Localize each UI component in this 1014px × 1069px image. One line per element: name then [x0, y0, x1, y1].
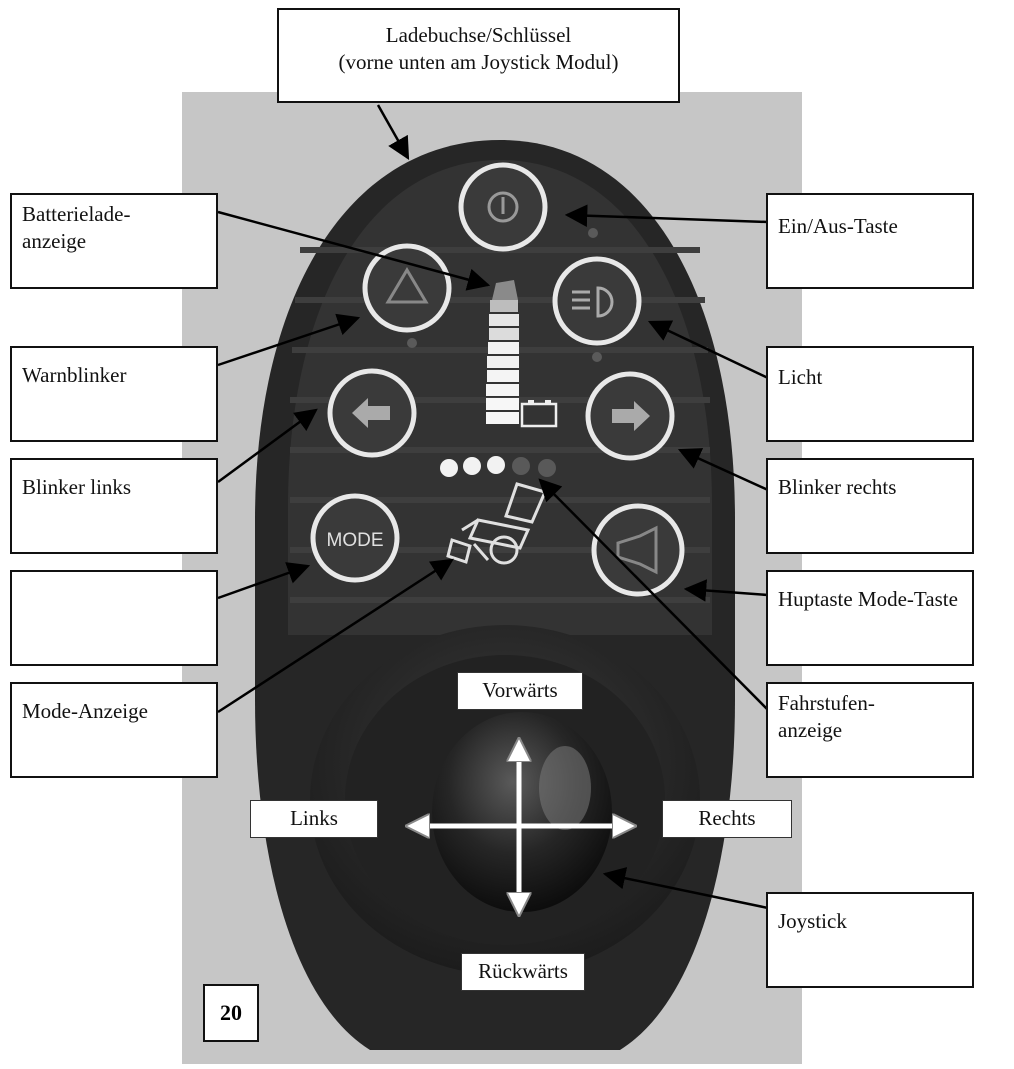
speed-level-leds — [440, 456, 556, 477]
wheelchair-icon — [446, 482, 548, 565]
light-button[interactable] — [552, 256, 642, 346]
hazard-triangle-icon — [385, 267, 429, 304]
callout-licht: Licht — [766, 346, 974, 442]
headlight-icon — [572, 286, 614, 318]
label-rechts: Rechts — [662, 800, 792, 838]
left-blinker-button[interactable] — [327, 368, 417, 458]
callout-warnblinker: Warnblinker — [10, 346, 218, 442]
label-vorwaerts: Vorwärts — [457, 672, 583, 710]
callout-blinker-links: Blinker links — [10, 458, 218, 554]
callout-fahrstufenanzeige: Fahrstufen- anzeige — [766, 682, 974, 778]
callout-mode-anzeige: Mode-Anzeige — [10, 682, 218, 778]
callout-blinker-rechts: Blinker rechts — [766, 458, 974, 554]
arrow-right-icon — [612, 401, 650, 431]
callout-joystick: Joystick — [766, 892, 974, 988]
page-number: 20 — [203, 984, 259, 1042]
mode-button-label: MODE — [327, 530, 384, 551]
power-button[interactable] — [458, 162, 548, 252]
power-icon — [487, 191, 519, 223]
callout-ladebuchse-line2: (vorne unten am Joystick Modul) — [338, 50, 619, 75]
mode-button[interactable]: MODE — [310, 493, 400, 583]
indicator-leds — [407, 228, 602, 362]
callout-huptaste: Huptaste Mode-Taste — [766, 570, 974, 666]
hazard-button[interactable] — [362, 243, 452, 333]
horn-button[interactable] — [591, 503, 685, 597]
battery-gauge — [486, 280, 558, 428]
callout-ladebuchse-line1: Ladebuchse/Schlüssel — [385, 23, 572, 47]
callout-mode-taste — [10, 570, 218, 666]
leader-lines — [217, 104, 769, 910]
callout-ein-aus-taste: Ein/Aus-Taste — [766, 193, 974, 289]
battery-icon — [520, 400, 558, 428]
right-blinker-button[interactable] — [585, 371, 675, 461]
callout-ladebuchse: Ladebuchse/Schlüssel (vorne unten am Joy… — [277, 8, 680, 103]
arrow-left-icon — [352, 398, 390, 428]
callout-batterieladeanzeige: Batterielade- anzeige — [10, 193, 218, 289]
label-links: Links — [250, 800, 378, 838]
label-rueckwaerts: Rückwärts — [461, 953, 585, 991]
direction-arrows — [410, 742, 632, 912]
